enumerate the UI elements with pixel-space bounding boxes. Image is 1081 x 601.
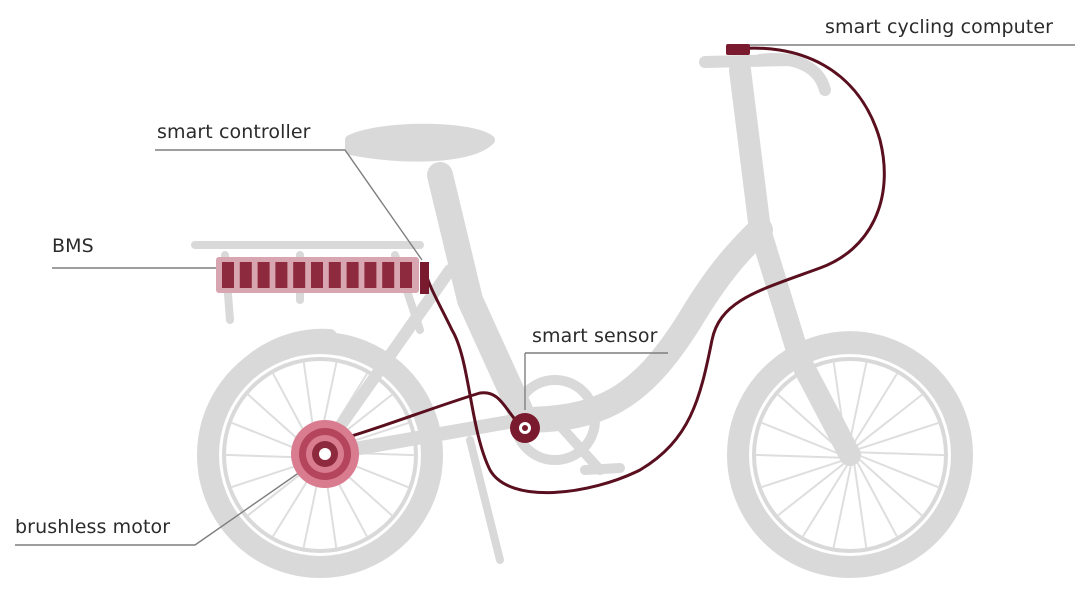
bms-cell	[311, 262, 323, 288]
front-fender	[735, 331, 937, 427]
components	[216, 44, 750, 488]
bms-cell	[382, 262, 395, 288]
saddle	[345, 123, 495, 162]
motor-leader	[15, 471, 301, 546]
handlebar	[699, 53, 831, 96]
spoke	[857, 454, 940, 489]
leader-lines	[15, 44, 1075, 546]
label-brushless-motor: brushless motor	[15, 516, 171, 538]
wiring	[343, 46, 886, 495]
spoke	[776, 460, 847, 517]
label-smart-cycling-computer: smart cycling computer	[825, 16, 1054, 38]
spoke	[755, 453, 844, 459]
bms-cell	[222, 262, 234, 288]
front-wheel-rim	[752, 357, 948, 553]
spoke	[847, 361, 868, 449]
smart-sensor-dot	[522, 425, 528, 431]
label-smart-sensor: smart sensor	[532, 325, 658, 347]
smart-controller-component	[420, 262, 429, 294]
spoke	[855, 421, 940, 451]
spoke	[855, 459, 898, 538]
spoke	[801, 461, 850, 538]
down-tube	[507, 217, 773, 433]
seat-tube	[427, 162, 533, 423]
bms-cell	[346, 262, 359, 288]
bms-cell	[293, 262, 306, 288]
spoke	[856, 451, 945, 457]
bms-cell	[275, 262, 288, 288]
label-smart-controller: smart controller	[157, 121, 311, 143]
bms-cells	[222, 262, 412, 288]
brushless-motor-hub	[319, 448, 331, 460]
spoke	[853, 393, 924, 450]
spoke	[760, 459, 845, 489]
crank-arm	[550, 415, 625, 475]
rear-fender	[205, 328, 337, 437]
seat-stay	[314, 264, 456, 461]
head-tube	[729, 59, 861, 466]
rear-wheel-rim	[222, 357, 418, 553]
sensor-leader	[524, 352, 668, 410]
spoke	[856, 456, 923, 517]
bms-cell	[239, 262, 252, 288]
controller-leader	[155, 149, 423, 261]
bms-cell	[328, 262, 341, 288]
spoke	[832, 461, 853, 549]
spoke	[760, 421, 843, 456]
bms-cell	[400, 262, 412, 288]
main-cable	[423, 46, 886, 495]
spoke	[850, 372, 899, 449]
motor-cable	[343, 391, 522, 440]
bms-cell	[364, 262, 377, 288]
rear-wheel-tire	[197, 332, 443, 578]
label-bms: BMS	[52, 235, 94, 257]
kickstand	[466, 436, 504, 564]
spoke	[853, 460, 868, 549]
bms-cell	[257, 262, 270, 288]
cycling-computer-component	[726, 44, 750, 55]
